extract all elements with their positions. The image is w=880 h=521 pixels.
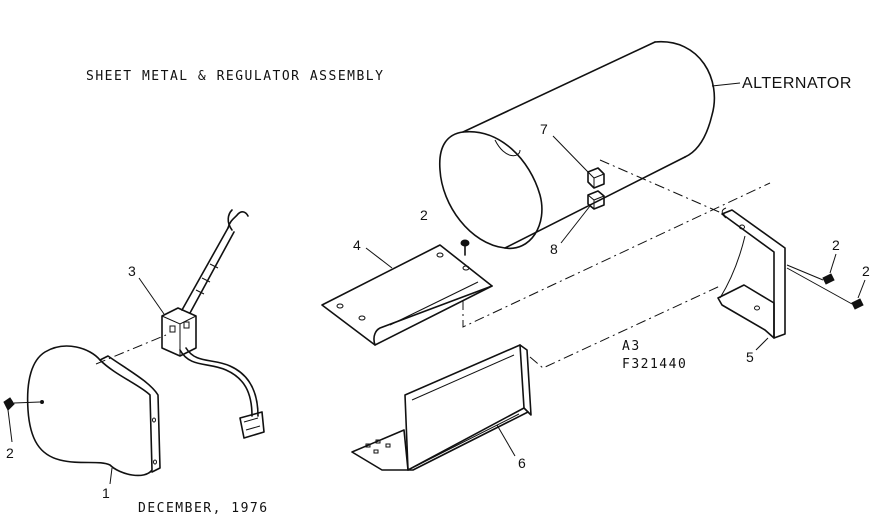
part-6-tray	[351, 344, 532, 471]
callout-7: 7	[540, 121, 548, 137]
part-1-cover	[26, 345, 161, 477]
alternator-cylinder	[438, 41, 727, 250]
callout-6: 6	[518, 455, 526, 471]
cover-to-regulator-dash	[95, 334, 167, 365]
screw-plate	[460, 239, 470, 256]
leader-3	[138, 277, 165, 315]
callout-3: 3	[128, 263, 136, 279]
screw-right-b	[786, 267, 864, 310]
leader-4	[365, 247, 393, 269]
leader-2-right-a	[829, 253, 837, 274]
plate-to-bracket-dash	[462, 182, 771, 328]
tray-to-bracket-dash	[529, 285, 721, 369]
alternator-label: ALTERNATOR	[742, 75, 852, 92]
leader-1	[109, 467, 113, 485]
alternator-leader	[711, 82, 741, 87]
diagram-title: SHEET METAL & REGULATOR ASSEMBLY	[86, 69, 384, 84]
screw-right-a	[786, 264, 835, 285]
leader-2-left	[7, 409, 13, 443]
callout-2-right-b: 2	[862, 263, 870, 279]
leader-8	[560, 205, 591, 244]
callout-4: 4	[353, 237, 361, 253]
part-5-bracket	[717, 207, 786, 339]
callout-1: 1	[102, 485, 110, 501]
screw-left	[3, 397, 41, 411]
part-4-plate	[321, 244, 493, 346]
callout-2-plate: 2	[420, 207, 428, 223]
callout-2-right-a: 2	[832, 237, 840, 253]
callout-8: 8	[550, 241, 558, 257]
part-7-block	[587, 167, 605, 189]
leader-7	[552, 135, 589, 173]
alternator-dash-axis	[599, 159, 727, 216]
drawing-code: A3	[622, 339, 641, 354]
part-3-regulator	[161, 209, 265, 439]
part-number: F321440	[622, 357, 687, 372]
leader-6	[496, 424, 516, 457]
leader-5	[755, 337, 769, 351]
callout-2-left: 2	[6, 445, 14, 461]
date-label: DECEMBER, 1976	[138, 501, 269, 516]
leader-2-right-b	[857, 279, 866, 299]
callout-5: 5	[746, 349, 754, 365]
part-8-block	[587, 190, 605, 210]
